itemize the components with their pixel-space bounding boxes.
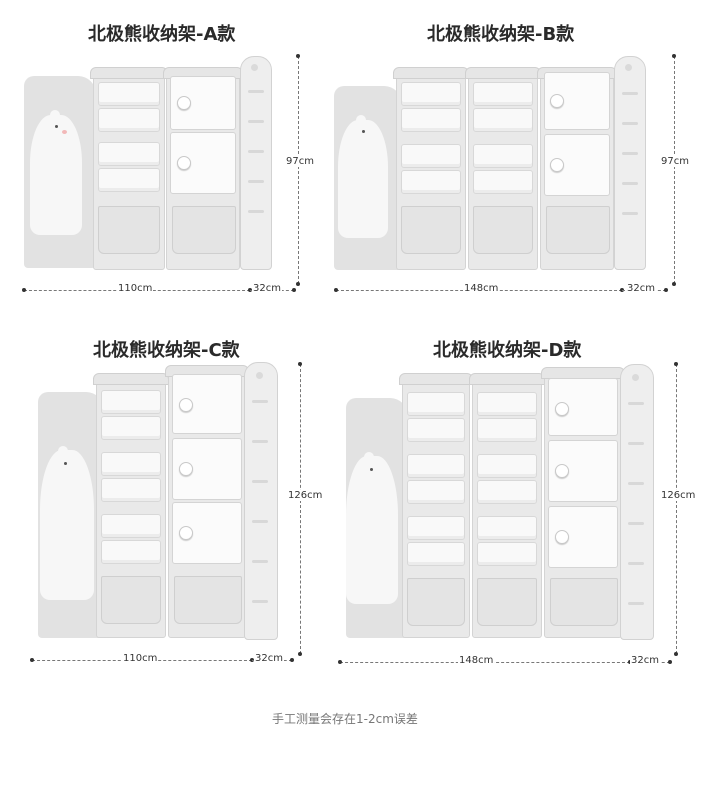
drawer (473, 144, 533, 168)
drawer (407, 392, 465, 416)
drawer (477, 392, 537, 416)
height-label: 97cm (285, 156, 315, 167)
width-label: 110cm (117, 283, 154, 294)
drawer (101, 478, 161, 502)
width-label: 110cm (122, 653, 159, 664)
product-title-c: 北极熊收纳架-C款 (93, 340, 240, 361)
storage-bin (473, 206, 533, 254)
height-label: 126cm (287, 490, 324, 501)
hole (251, 64, 258, 71)
hole (256, 372, 263, 379)
drawer (477, 454, 537, 478)
drawer (101, 416, 161, 440)
bear-eye (370, 468, 373, 471)
storage-bin (550, 578, 618, 626)
drawer (407, 454, 465, 478)
drawer (473, 108, 533, 132)
drawer (407, 480, 465, 504)
storage-bin (101, 576, 161, 624)
height-dimension-line (676, 364, 677, 654)
storage-bin (401, 206, 461, 254)
drawer (98, 142, 160, 166)
product-title-b: 北极熊收纳架-B款 (427, 24, 575, 45)
drawer (477, 480, 537, 504)
drawer (98, 108, 160, 132)
bear-ear (364, 452, 374, 462)
side-panel (614, 56, 646, 270)
door-knob-icon (177, 96, 191, 110)
door-knob-icon (555, 402, 569, 416)
storage-bin (174, 576, 242, 624)
depth-label: 32cm (254, 653, 284, 664)
drawer (473, 82, 533, 106)
height-dimension-line (300, 364, 301, 654)
door-knob-icon (179, 462, 193, 476)
width-label: 148cm (463, 283, 500, 294)
depth-label: 32cm (630, 655, 660, 666)
drawer (101, 390, 161, 414)
drawer (473, 170, 533, 194)
footer-note: 手工测量会存在1-2cm误差 (272, 712, 418, 726)
door-knob-icon (179, 398, 193, 412)
hole (632, 374, 639, 381)
drawer (407, 516, 465, 540)
drawer (477, 542, 537, 566)
bear-eye (64, 462, 67, 465)
side-panel (244, 362, 278, 640)
bear-cheek (62, 130, 67, 134)
drawer (401, 108, 461, 132)
hole (625, 64, 632, 71)
polar-bear-decoration (40, 450, 94, 600)
product-title-d: 北极熊收纳架-D款 (433, 340, 582, 361)
door-knob-icon (550, 94, 564, 108)
height-dimension-line (674, 56, 675, 284)
storage-bin (546, 206, 610, 254)
door-knob-icon (550, 158, 564, 172)
drawer (407, 542, 465, 566)
drawer (407, 418, 465, 442)
storage-bin (98, 206, 160, 254)
depth-label: 32cm (252, 283, 282, 294)
storage-bin (172, 206, 236, 254)
height-label: 126cm (660, 490, 697, 501)
drawer (101, 514, 161, 538)
door-knob-icon (555, 464, 569, 478)
bear-eye (362, 130, 365, 133)
product-title-a: 北极熊收纳架-A款 (88, 24, 236, 45)
bear-ear (58, 446, 68, 456)
drawer (98, 168, 160, 192)
drawer (401, 144, 461, 168)
height-label: 97cm (660, 156, 690, 167)
drawer (477, 418, 537, 442)
side-panel (620, 364, 654, 640)
width-label: 148cm (458, 655, 495, 666)
drawer (401, 82, 461, 106)
door-knob-icon (177, 156, 191, 170)
bear-ear (356, 115, 366, 125)
height-dimension-line (298, 56, 299, 284)
storage-bin (477, 578, 537, 626)
drawer (101, 540, 161, 564)
polar-bear-decoration (30, 115, 82, 235)
drawer (101, 452, 161, 476)
door-knob-icon (555, 530, 569, 544)
depth-label: 32cm (626, 283, 656, 294)
storage-bin (407, 578, 465, 626)
drawer (98, 82, 160, 106)
side-panel (240, 56, 272, 270)
drawer (477, 516, 537, 540)
bear-ear (50, 110, 60, 120)
drawer (401, 170, 461, 194)
polar-bear-decoration (346, 456, 398, 604)
bear-eye (55, 125, 58, 128)
polar-bear-decoration (338, 120, 388, 238)
door-knob-icon (179, 526, 193, 540)
